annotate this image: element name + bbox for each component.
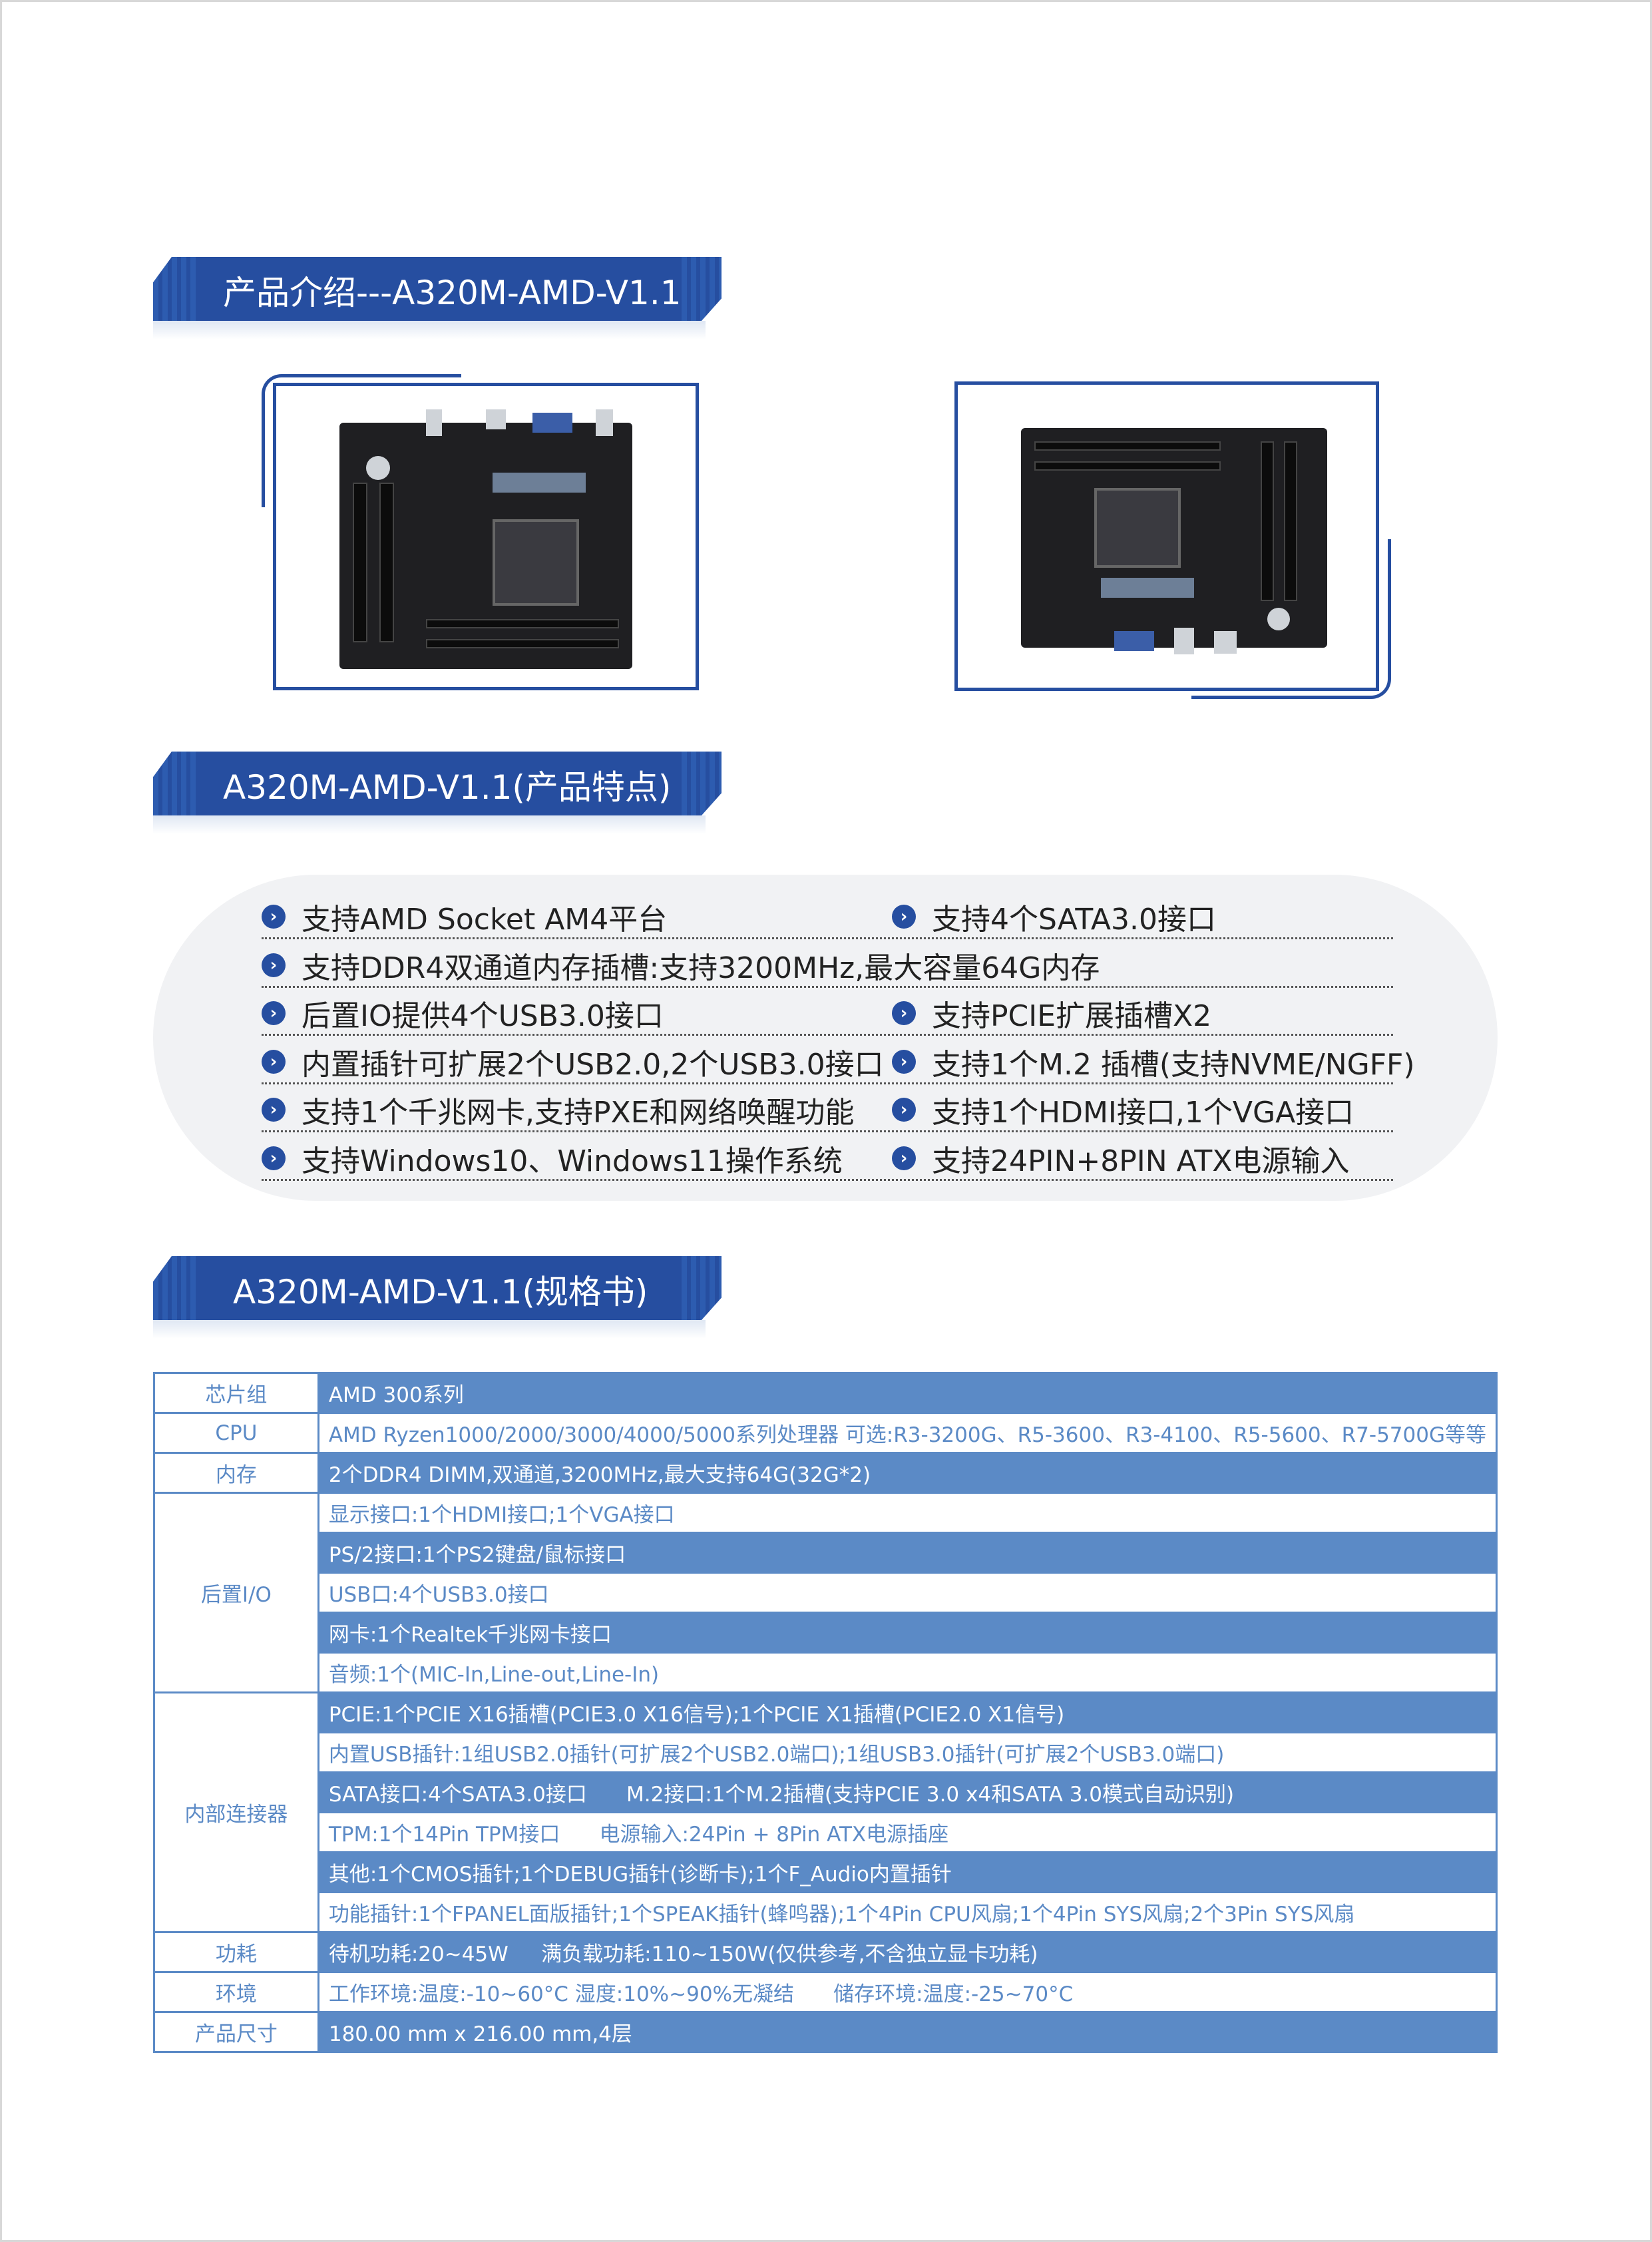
table-row: 内置USB插针:1组USB2.0插针(可扩展2个USB2.0端口);1组USB3…: [154, 1731, 1498, 1773]
divider: [262, 1034, 1393, 1036]
row-value: 180.00 mm x 216.00 mm,4层: [317, 2011, 1498, 2053]
table-row: TPM:1个14Pin TPM接口 电源输入:24Pin + 8Pin ATX电…: [154, 1811, 1498, 1853]
row-label: 后置I/O: [153, 1492, 319, 1693]
table-row: 功能插针:1个FPANEL面版插针;1个SPEAK插针(蜂鸣器);1个4Pin …: [154, 1891, 1498, 1933]
table-row: 功耗待机功耗:20~45W 满负载功耗:110~150W(仅供参考,不含独立显卡…: [153, 1931, 1498, 1973]
feature-text: 支持4个SATA3.0接口: [932, 903, 1216, 937]
row-value: 功能插针:1个FPANEL面版插针;1个SPEAK插针(蜂鸣器);1个4Pin …: [317, 1891, 1498, 1933]
feature-text: 支持1个M.2 插槽(支持NVME/NGFF): [932, 1047, 1415, 1082]
section-banner-spec: A320M-AMD-V1.1(规格书): [153, 1256, 722, 1339]
feature-item: › 支持DDR4双通道内存插槽:支持3200MHz,最大容量64G内存: [262, 944, 1100, 987]
section-title: 产品介绍---A320M-AMD-V1.1: [223, 274, 682, 312]
divider: [262, 1082, 1393, 1084]
feature-text: 支持DDR4双通道内存插槽:支持3200MHz,最大容量64G内存: [302, 951, 1100, 985]
chevron-bullet-icon: ›: [262, 1098, 286, 1122]
chevron-bullet-icon: ›: [262, 1146, 286, 1170]
frame-accent: [1191, 539, 1391, 699]
section-title: A320M-AMD-V1.1(规格书): [233, 1273, 648, 1311]
product-image-front: [273, 383, 699, 690]
section-banner-intro: 产品介绍---A320M-AMD-V1.1: [153, 257, 722, 339]
row-value: PCIE:1个PCIE X16插槽(PCIE3.0 X16信号);1个PCIE …: [317, 1691, 1498, 1733]
row-label: 产品尺寸: [153, 2011, 319, 2053]
table-row: 环境工作环境:温度:-10~60°C 湿度:10%~90%无凝结 储存环境:温度…: [153, 1971, 1498, 2013]
row-value: AMD 300系列: [317, 1372, 1498, 1414]
table-row: USB口:4个USB3.0接口: [154, 1572, 1498, 1614]
feature-text: 支持1个HDMI接口,1个VGA接口: [932, 1096, 1354, 1130]
row-value: 音频:1个(MIC-In,Line-out,Line-In): [317, 1652, 1498, 1693]
row-label: 内存: [153, 1452, 319, 1494]
feature-text: 内置插针可扩展2个USB2.0,2个USB3.0接口: [302, 1047, 884, 1082]
feature-item: › 支持Windows10、Windows11操作系统: [262, 1137, 843, 1180]
divider: [262, 1178, 1393, 1181]
feature-item: › 支持24PIN+8PIN ATX电源输入: [892, 1137, 1349, 1180]
row-value: 显示接口:1个HDMI接口;1个VGA接口: [317, 1492, 1498, 1534]
table-row: PS/2接口:1个PS2键盘/鼠标接口: [154, 1532, 1498, 1574]
chevron-bullet-icon: ›: [892, 1146, 916, 1170]
feature-text: 支持Windows10、Windows11操作系统: [302, 1144, 843, 1178]
row-value: 2个DDR4 DIMM,双通道,3200MHz,最大支持64G(32G*2): [317, 1452, 1498, 1494]
divider: [262, 1130, 1393, 1132]
table-row: 音频:1个(MIC-In,Line-out,Line-In): [154, 1652, 1498, 1693]
table-row: SATA接口:4个SATA3.0接口 M.2接口:1个M.2插槽(支持PCIE …: [154, 1771, 1498, 1813]
divider: [262, 985, 1393, 988]
feature-item: › 支持1个M.2 插槽(支持NVME/NGFF): [892, 1040, 1414, 1083]
row-value: 待机功耗:20~45W 满负载功耗:110~150W(仅供参考,不含独立显卡功耗…: [317, 1931, 1498, 1973]
feature-item: › 支持PCIE扩展插槽X2: [892, 992, 1211, 1034]
feature-item: › 内置插针可扩展2个USB2.0,2个USB3.0接口: [262, 1040, 884, 1083]
row-value: 其他:1个CMOS插针;1个DEBUG插针(诊断卡);1个F_Audio内置插针: [317, 1851, 1498, 1893]
row-value: 网卡:1个Realtek千兆网卡接口: [317, 1612, 1498, 1654]
feature-item: › 支持AMD Socket AM4平台: [262, 895, 667, 938]
features-panel: [153, 875, 1498, 1201]
feature-text: 支持AMD Socket AM4平台: [302, 903, 668, 937]
feature-text: 后置IO提供4个USB3.0接口: [302, 999, 664, 1033]
row-value: 工作环境:温度:-10~60°C 湿度:10%~90%无凝结 储存环境:温度:-…: [317, 1971, 1498, 2013]
divider: [262, 937, 1393, 939]
frame-accent: [262, 374, 461, 507]
row-label: CPU: [153, 1412, 319, 1454]
row-value: TPM:1个14Pin TPM接口 电源输入:24Pin + 8Pin ATX电…: [317, 1811, 1498, 1853]
chevron-bullet-icon: ›: [262, 905, 286, 929]
chevron-bullet-icon: ›: [892, 1098, 916, 1122]
chevron-bullet-icon: ›: [262, 1049, 286, 1074]
row-value: SATA接口:4个SATA3.0接口 M.2接口:1个M.2插槽(支持PCIE …: [317, 1771, 1498, 1813]
feature-text: 支持PCIE扩展插槽X2: [932, 999, 1212, 1033]
feature-item: › 支持1个千兆网卡,支持PXE和网络唤醒功能: [262, 1088, 854, 1131]
row-label: 内部连接器: [153, 1691, 319, 1933]
row-label: 芯片组: [153, 1372, 319, 1414]
product-image-rear: [954, 381, 1379, 691]
row-label: 功耗: [153, 1931, 319, 1973]
feature-text: 支持1个千兆网卡,支持PXE和网络唤醒功能: [302, 1096, 855, 1130]
row-value: AMD Ryzen1000/2000/3000/4000/5000系列处理器 可…: [317, 1412, 1498, 1454]
feature-text: 支持24PIN+8PIN ATX电源输入: [932, 1144, 1350, 1178]
row-label: 环境: [153, 1971, 319, 2013]
chevron-bullet-icon: ›: [892, 905, 916, 929]
chevron-bullet-icon: ›: [262, 1001, 286, 1025]
chevron-bullet-icon: ›: [892, 1001, 916, 1025]
feature-item: › 支持1个HDMI接口,1个VGA接口: [892, 1088, 1354, 1131]
row-value: PS/2接口:1个PS2键盘/鼠标接口: [317, 1532, 1498, 1574]
row-value: 内置USB插针:1组USB2.0插针(可扩展2个USB2.0端口);1组USB3…: [317, 1731, 1498, 1773]
chevron-bullet-icon: ›: [892, 1049, 916, 1074]
feature-item: › 支持4个SATA3.0接口: [892, 895, 1216, 938]
table-row: 其他:1个CMOS插针;1个DEBUG插针(诊断卡);1个F_Audio内置插针: [154, 1851, 1498, 1893]
section-title: A320M-AMD-V1.1(产品特点): [223, 768, 672, 807]
table-row: 网卡:1个Realtek千兆网卡接口: [154, 1612, 1498, 1654]
feature-item: › 后置IO提供4个USB3.0接口: [262, 992, 664, 1034]
section-banner-features: A320M-AMD-V1.1(产品特点): [153, 752, 722, 834]
row-value: USB口:4个USB3.0接口: [317, 1572, 1498, 1614]
chevron-bullet-icon: ›: [262, 953, 286, 977]
